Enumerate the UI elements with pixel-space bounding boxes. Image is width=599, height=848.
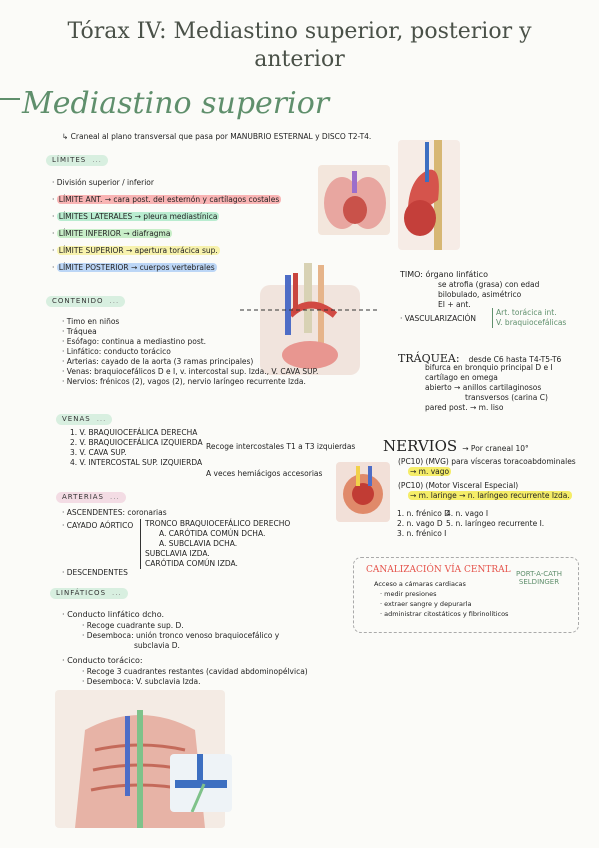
lymphatic-detail-image <box>170 754 232 813</box>
timo-block: TIMO: órgano linfático se atrofia (grasa… <box>400 270 540 323</box>
venas-item: 4. V. INTERCOSTAL SUP. IZQUIERDA <box>70 458 203 467</box>
linfaticos-item-2: Conducto torácico: <box>62 656 143 666</box>
canalizacion-box <box>353 557 579 633</box>
arterias-branches: TRONCO BRAQUIOCEFÁLICO DERECHO A. CARÓTI… <box>140 519 290 569</box>
traquea-details: bifurca en bronquio principal D e I cart… <box>425 363 553 412</box>
linfaticos-item-2-lines: Recoge 3 cuadrantes restantes (cavidad a… <box>82 667 308 687</box>
limites-item: LÍMITE INFERIOR → diafragma <box>52 229 281 239</box>
nervios-list-a: 1. n. frénico D 2. n. vago D 3. n. fréni… <box>397 509 450 538</box>
page-title: Tórax IV: Mediastino superior, posterior… <box>67 19 532 72</box>
nervios-heading: NERVIOS → Por craneal 10° <box>383 437 529 455</box>
contenido-list: Timo en niños Tráquea Esófago: continua … <box>62 317 319 387</box>
linfaticos-item-1-lines: Recoge cuadrante sup. D. Desemboca: unió… <box>82 621 279 651</box>
heading-rule <box>0 98 20 100</box>
section-heading: Mediastino superior <box>22 86 330 121</box>
venas-note-2: A veces hemiácigos accesorias <box>206 469 323 478</box>
venas-item: 2. V. BRAQUIOCEFÁLICA IZQUIERDA <box>70 438 203 447</box>
venas-note-1: Recoge intercostales T1 a T3 izquierdas <box>206 442 356 451</box>
linfaticos-item-1: Conducto linfático dcho. <box>62 610 164 620</box>
contenido-pill: CONTENIDO... <box>46 296 126 307</box>
limites-list: División superior / inferior LÍMITE ANT.… <box>52 178 282 273</box>
linfaticos-pill: LINFÁTICOS... <box>50 588 128 599</box>
contenido-item: Esófago: continua a mediastino post. <box>62 337 318 347</box>
limites-item: LÍMITE ANT. → cara post. del esternón y … <box>52 195 282 205</box>
timo-vasc: Art. torácica int. V. braquiocefálicas <box>492 308 566 328</box>
mediastinum-lateral-image <box>398 140 460 250</box>
arterias-cayado: CAYADO AÓRTICO <box>62 521 133 531</box>
venas-item: 1. V. BRAQUIOCEFÁLICA DERECHA <box>70 428 198 437</box>
contenido-item: Nervios: frénicos (2), vagos (2), nervio… <box>62 377 318 387</box>
contenido-item: Arterias: cayado de la aorta (3 ramas pr… <box>62 357 318 367</box>
limites-item: LÍMITE SUPERIOR → apertura torácica sup. <box>52 246 281 256</box>
canalizacion-side: PORT-A-CATH SELDINGER <box>516 570 562 586</box>
intro-note: ↳ Craneal al plano transversal que pasa … <box>62 132 372 141</box>
traquea-block: TRÁQUEA: desde C6 hasta T4-T5-T6 <box>398 352 562 365</box>
contenido-item: Tráquea <box>62 327 318 337</box>
nervios-lines: (PC10) (MVG) para vísceras toracoabdomin… <box>398 457 576 500</box>
thorax-image <box>318 165 390 235</box>
nervios-list-b: 4. n. vago I 5. n. laríngeo recurrente I… <box>446 509 545 528</box>
limites-pill: LÍMITES... <box>46 155 108 166</box>
venas-pill: VENAS... <box>56 414 113 425</box>
contenido-item: Timo en niños <box>62 317 318 327</box>
limites-item: LÍMITES LATERALES → pleura mediastínica <box>52 212 281 222</box>
limites-item: División superior / inferior <box>52 178 281 188</box>
contenido-item: Linfático: conducto torácico <box>62 347 318 357</box>
arterias-descendentes: DESCENDENTES <box>62 568 128 578</box>
venas-item: 3. V. CAVA SUP. <box>70 448 127 457</box>
nerve-image <box>336 462 390 522</box>
canalizacion-title: CANALIZACIÓN VÍA CENTRAL <box>366 565 511 575</box>
arterias-pill: ARTERIAS... <box>56 492 126 503</box>
contenido-item: Venas: braquiocefálicos D e I, v. interc… <box>62 367 319 377</box>
limites-item: LÍMITE POSTERIOR → cuerpos vertebrales <box>52 263 281 273</box>
canalizacion-lines: Acceso a cámaras cardiacas medir presion… <box>374 579 508 619</box>
venas-list: 1. V. BRAQUIOCEFÁLICA DERECHA 2. V. BRAQ… <box>70 428 203 468</box>
arterias-ascendentes: ASCENDENTES: coronarias <box>62 508 167 518</box>
